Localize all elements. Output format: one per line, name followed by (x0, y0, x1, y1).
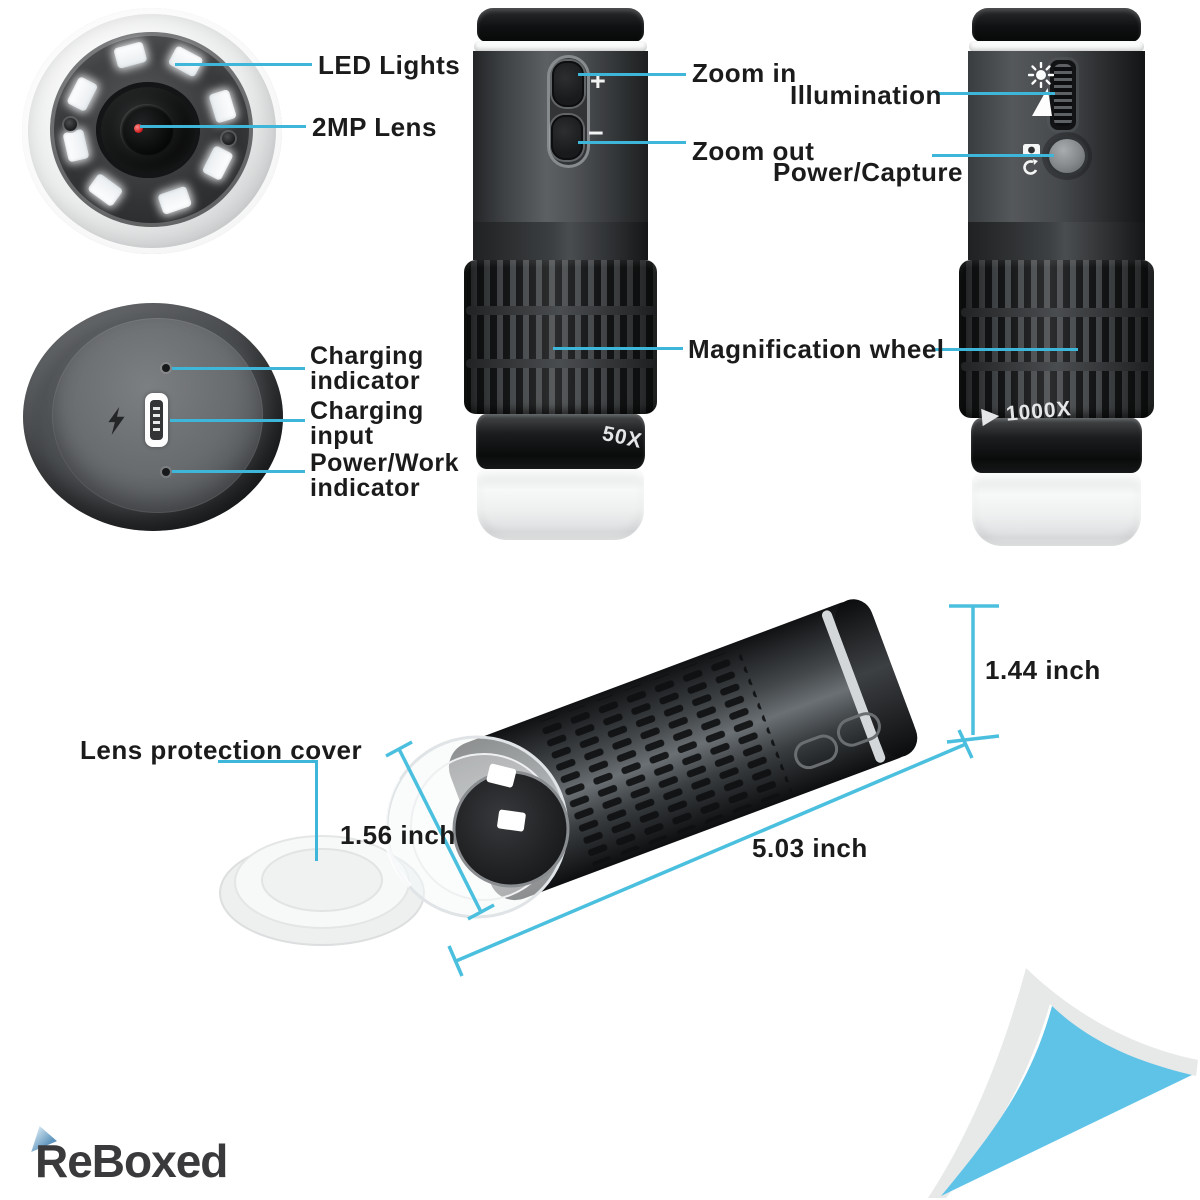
microscope-diagonal-view (382, 599, 918, 919)
label-line: Charging (310, 397, 424, 425)
length-dimension-line (455, 742, 967, 963)
cap-ring (969, 41, 1144, 52)
usb-pins (153, 407, 160, 433)
label-magnification-wheel: Magnification wheel (688, 334, 945, 364)
plus-icon: + (590, 66, 606, 96)
top-cap (477, 8, 644, 42)
leader-zoom-in (578, 73, 686, 76)
leader-magnification-right (935, 348, 1078, 351)
wheel-groove (466, 359, 655, 368)
led-light (486, 763, 517, 788)
label-led-lights: LED Lights (318, 50, 461, 80)
label-illumination: Illumination (790, 80, 942, 110)
screw-hole (64, 118, 77, 131)
label-height: 1.44 inch (985, 655, 1101, 685)
leader-magnification-left (553, 347, 683, 350)
zoom-out-button (551, 115, 583, 160)
leader-zoom-out (578, 141, 686, 144)
cap-ring (474, 41, 647, 52)
microscope-bottom-view (23, 303, 283, 531)
brand-logo: ReBoxed (31, 1126, 228, 1188)
leader-cover-horizontal (218, 760, 318, 763)
wheel-groove (466, 306, 655, 315)
magnification-wheel (959, 260, 1154, 418)
label-lens-protection-cover: Lens protection cover (80, 735, 363, 765)
top-cap (972, 8, 1141, 42)
label-charging-indicator: Charging indicator (310, 344, 424, 394)
page-curl-decoration (928, 968, 1198, 1198)
charging-indicator-led (162, 364, 170, 372)
wheel-groove (961, 308, 1152, 317)
diameter-dimension-line (397, 748, 483, 913)
illumination-wheel (1054, 64, 1072, 126)
label-line: indicator (310, 367, 421, 395)
microscope-side-view: + − 50X (464, 6, 657, 540)
brand-name: ReBoxed (35, 1135, 228, 1187)
minus-icon: − (588, 118, 604, 148)
lens-protection-cover (219, 835, 425, 946)
label-power-work-indicator: Power/Work indicator (310, 451, 459, 501)
zoom-in-button (552, 61, 584, 107)
micro-usb-port (145, 393, 168, 447)
lightning-icon (108, 407, 125, 435)
label-line: Power/Work (310, 449, 460, 477)
screw-hole (222, 132, 235, 145)
power-work-indicator-led (162, 468, 170, 476)
magnification-wheel (464, 260, 657, 414)
label-power-capture: Power/Capture (773, 157, 963, 187)
leader-charging-input (170, 419, 305, 422)
label-zoom-out: Zoom out (692, 136, 815, 166)
leader-power-capture (932, 154, 1054, 157)
dimension-lines (385, 604, 1000, 977)
sun-icon (1028, 62, 1054, 88)
lens-reflection-dot (134, 124, 143, 133)
label-line: Charging (310, 342, 424, 370)
camera-icon (1023, 144, 1040, 175)
camera-lens-inner (120, 104, 174, 156)
microscope-back-view: ▶ 1000X (959, 6, 1154, 546)
side-button-outline (794, 734, 839, 770)
clear-base (972, 473, 1141, 546)
label-2mp-lens: 2MP Lens (312, 112, 437, 142)
magnification-band (476, 414, 645, 469)
leader-cover-vertical (315, 760, 318, 861)
magnification-band (971, 418, 1142, 473)
label-length: 5.03 inch (752, 833, 868, 863)
label-charging-input: Charging input (310, 399, 424, 449)
collar (968, 222, 1145, 260)
collar (473, 222, 648, 260)
leader-2mp-lens (140, 125, 306, 128)
side-button-outline (836, 712, 881, 747)
label-line: indicator (310, 474, 421, 502)
leader-power-work (172, 470, 305, 473)
label-diameter: 1.56 inch (340, 820, 456, 850)
label-line: input (310, 422, 374, 450)
leader-illumination (937, 92, 1055, 95)
label-zoom-in: Zoom in (692, 58, 797, 88)
clear-base (477, 469, 644, 540)
wheel-groove (961, 362, 1152, 371)
led-light (497, 809, 526, 832)
leader-charging-indicator (172, 367, 305, 370)
leader-led-lights (175, 63, 312, 66)
camera-lens (96, 82, 200, 178)
